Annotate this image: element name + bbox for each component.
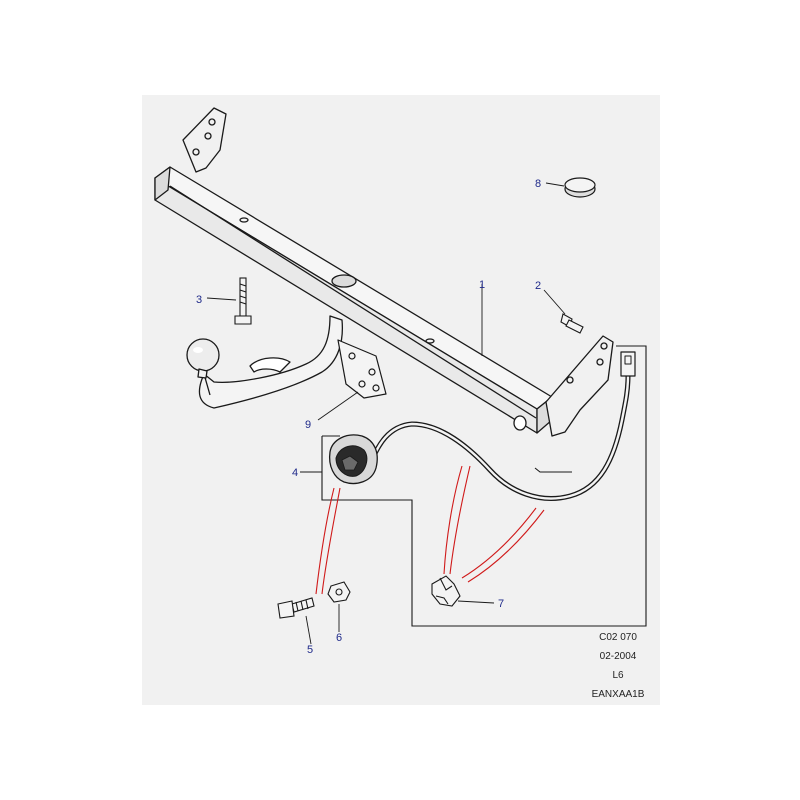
- callout-6: 6: [336, 632, 342, 644]
- callout-8: 8: [535, 178, 541, 190]
- socket-wiring-harness: [328, 351, 636, 501]
- bolt-long: [234, 277, 252, 325]
- callout-4: 4: [292, 467, 298, 479]
- blanking-plug: [564, 177, 596, 198]
- nut: [327, 581, 351, 603]
- model-code: L6: [612, 670, 624, 681]
- bolt-flange: [560, 313, 584, 334]
- drawing-date: 02-2004: [599, 651, 637, 662]
- illustration-code: C02 070: [599, 632, 637, 643]
- callout-2: 2: [535, 280, 541, 292]
- screw: [277, 597, 315, 619]
- callout-1: 1: [479, 279, 485, 291]
- tow-ball-arm: [186, 315, 344, 409]
- leader-lines: [206, 182, 566, 645]
- callout-3: 3: [196, 294, 202, 306]
- callout-5: 5: [307, 644, 313, 656]
- socket-bracket: [337, 339, 387, 399]
- harness-clip: [431, 575, 461, 607]
- catalogue-code: EANXAA1B: [591, 689, 645, 700]
- callout-9: 9: [305, 419, 311, 431]
- callout-7: 7: [498, 598, 504, 610]
- assembly-outline: [321, 345, 647, 627]
- assembly-arrows: [315, 465, 545, 595]
- tow-bar-cross-member: [154, 107, 614, 437]
